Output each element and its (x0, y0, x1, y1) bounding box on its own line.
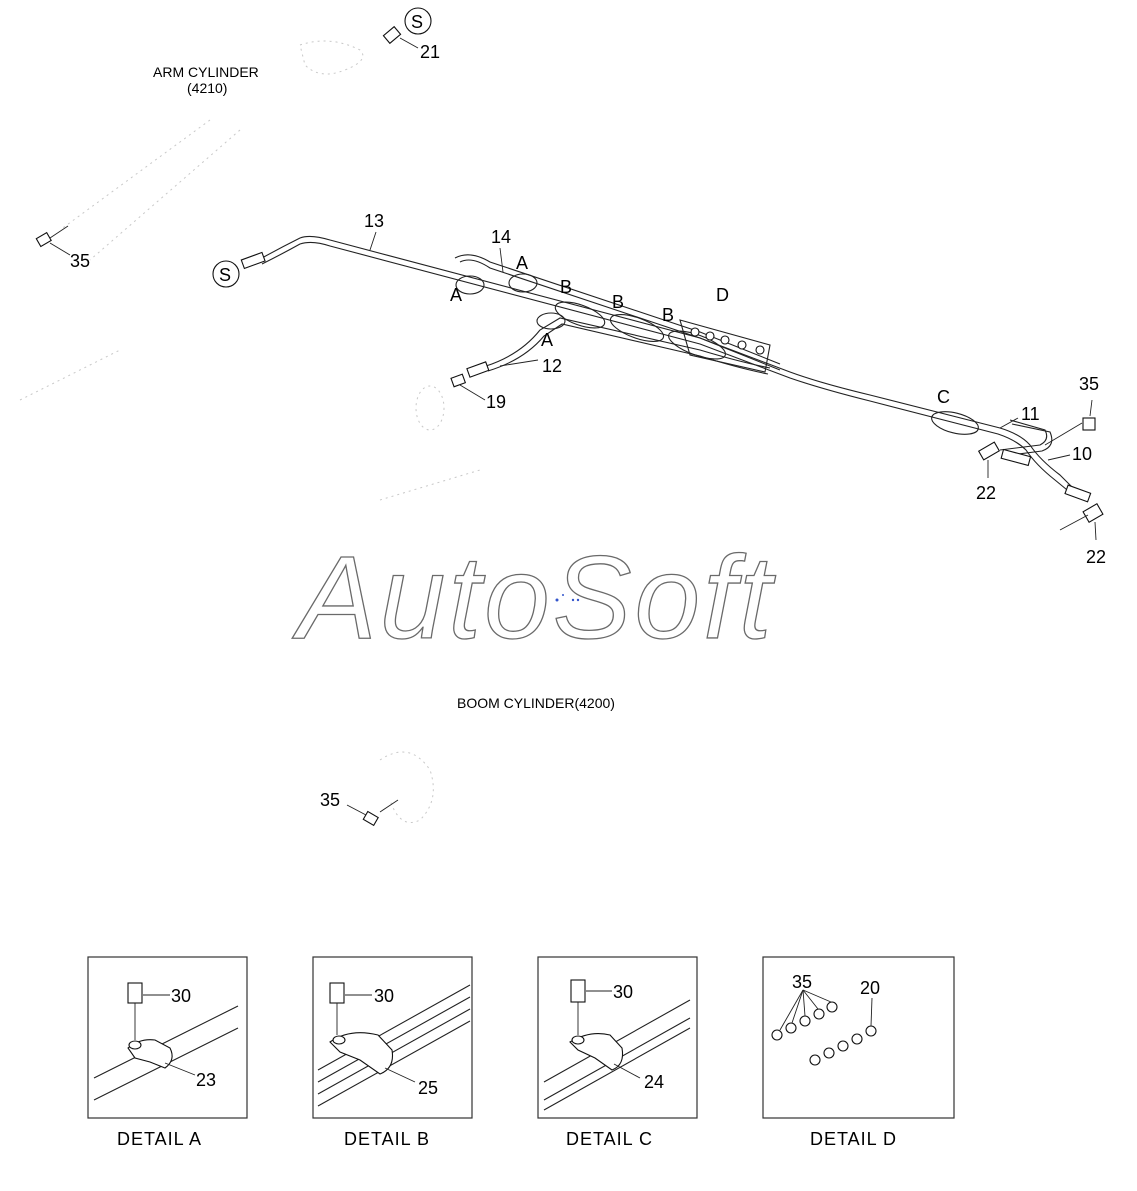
s-circle-left (212, 260, 240, 288)
bolt-icon (329, 982, 345, 1004)
detail-a-clamp: 23 (196, 1070, 216, 1090)
marker-a-1: A (450, 285, 462, 305)
detail-b-title: DETAIL B (344, 1129, 430, 1149)
arm-cylinder-label: ARM CYLINDER (153, 64, 259, 80)
bolt-icon (570, 979, 586, 1003)
marker-s-left: S (219, 265, 231, 285)
fitting-s-left (240, 251, 266, 270)
callout-35-right: 35 (1079, 374, 1099, 394)
fittings (35, 25, 1104, 827)
callout-14: 14 (491, 227, 511, 247)
detail-d-title: DETAIL D (810, 1129, 897, 1149)
callout-35-bottom: 35 (320, 790, 340, 810)
detail-c-clamp: 24 (644, 1072, 664, 1092)
arm-cylinder-code: (4210) (187, 80, 227, 96)
marker-d: D (716, 285, 729, 305)
clamp-icon (329, 1032, 394, 1075)
detail-a-panel: 30 23 (87, 956, 248, 1119)
callout-12: 12 (542, 356, 562, 376)
callout-22-lower: 22 (1086, 547, 1106, 567)
detail-d-fittings (690, 327, 765, 355)
callout-21: 21 (420, 42, 440, 62)
fitting-35-right (1082, 417, 1096, 431)
watermark-dots (555, 594, 580, 602)
detail-d-panel: 35 20 (762, 956, 955, 1119)
marker-b-3: B (662, 305, 674, 325)
detail-b-clamp: 25 (418, 1078, 438, 1098)
marker-c: C (937, 387, 950, 407)
pipe-assembly (261, 235, 1076, 495)
fitting-22-upper (977, 441, 1001, 461)
fitting-22-lower (1082, 503, 1104, 523)
bolt-icon (127, 982, 143, 1004)
pipe-13 (261, 235, 1076, 491)
watermark: AutoSoft (292, 532, 776, 664)
callout-35-left: 35 (70, 251, 90, 271)
marker-b-1: B (560, 277, 572, 297)
detail-b-bolt: 30 (374, 986, 394, 1006)
leader-lines (49, 37, 1097, 816)
detail-d-fitting-35: 35 (792, 972, 812, 992)
callout-22-upper: 22 (976, 483, 996, 503)
marker-b-2: B (612, 292, 624, 312)
s-circle-top (404, 7, 432, 35)
detail-c-bolt: 30 (613, 982, 633, 1002)
detail-a-bolt: 30 (171, 986, 191, 1006)
marker-a-2: A (516, 253, 528, 273)
fitting-35-bottom (362, 810, 379, 827)
detail-a-title: DETAIL A (117, 1129, 202, 1149)
detail-d-fitting-20: 20 (860, 978, 880, 998)
marker-a-3: A (541, 330, 553, 350)
detail-b-panel: 30 25 (312, 956, 473, 1119)
callouts: 13 14 12 19 21 35 35 35 11 10 22 22 A A … (70, 7, 1106, 810)
detail-c-panel: 30 24 (537, 956, 698, 1119)
marker-s-top: S (411, 12, 423, 32)
callout-19: 19 (486, 392, 506, 412)
callout-11: 11 (1021, 404, 1040, 424)
ghost-outlines (19, 40, 481, 823)
fitting-19 (450, 373, 467, 388)
clamp-markers (455, 273, 979, 435)
callout-10: 10 (1072, 444, 1092, 464)
fitting-icons (771, 1001, 877, 1066)
fitting-12 (466, 361, 490, 378)
detail-c-title: DETAIL C (566, 1129, 653, 1149)
fitting-21 (382, 25, 402, 45)
boom-cylinder-label: BOOM CYLINDER(4200) (457, 695, 615, 711)
callout-13: 13 (364, 211, 384, 231)
fitting-35-left (35, 231, 52, 248)
